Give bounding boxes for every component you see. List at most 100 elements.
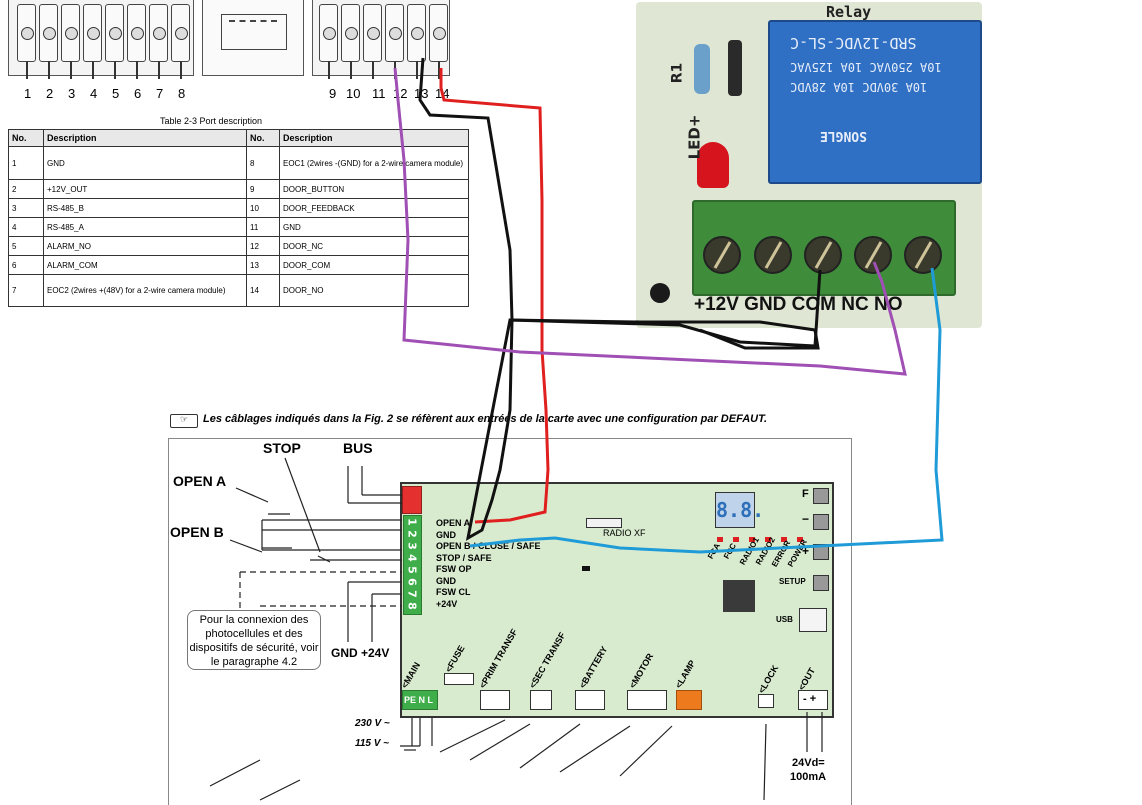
terminal-screw bbox=[804, 236, 842, 274]
motor-connector bbox=[627, 690, 667, 710]
pin-number: 4 bbox=[90, 86, 98, 101]
terminal bbox=[429, 4, 448, 79]
plus-button-label: + bbox=[802, 544, 810, 558]
terminal bbox=[17, 4, 36, 79]
terminal bbox=[39, 4, 58, 79]
table-cell: RS-485_B bbox=[43, 198, 247, 218]
input-labels: OPEN A GND OPEN B / CLOSE / SAFE STOP / … bbox=[436, 518, 541, 610]
ethernet-port bbox=[202, 0, 304, 76]
pin-number: 8 bbox=[178, 86, 186, 101]
table-cell: 8 bbox=[246, 146, 280, 180]
relay-rating-text: 10A 30VDC 10A 28VDC bbox=[790, 80, 928, 94]
stop-label: STOP bbox=[263, 440, 301, 456]
output-spec-label: 24Vd= bbox=[792, 757, 825, 769]
terminal bbox=[83, 4, 102, 79]
pin-number: 1 bbox=[24, 86, 32, 101]
setup-button-label: SETUP bbox=[779, 577, 806, 586]
table-cell: GND bbox=[43, 146, 247, 180]
setup-button[interactable] bbox=[813, 575, 829, 591]
table-cell: 13 bbox=[246, 255, 280, 275]
pin-number: 9 bbox=[329, 86, 337, 101]
minus-button[interactable] bbox=[813, 514, 829, 530]
table-row: 1 GND 8 EOC1 (2wires -(GND) for a 2-wire… bbox=[8, 146, 469, 180]
plus-button[interactable] bbox=[813, 544, 829, 560]
input-label: GND bbox=[436, 529, 456, 540]
table-cell: 5 bbox=[8, 236, 44, 256]
gnd-24v-label: GND +24V bbox=[331, 646, 390, 660]
lamp-connector bbox=[676, 690, 702, 710]
table-row: 6 ALARM_COM 13 DOOR_COM bbox=[8, 255, 469, 275]
terminal bbox=[171, 4, 190, 79]
terminal bbox=[363, 4, 382, 79]
pointing-hand-icon: ☞ bbox=[170, 414, 198, 428]
pin-number: 11 bbox=[372, 86, 386, 101]
input-label: GND bbox=[436, 575, 456, 586]
table-cell: 10 bbox=[246, 198, 280, 218]
relay-model-text: SRD-12VDC-SL-C bbox=[790, 34, 917, 52]
battery-connector bbox=[575, 690, 605, 710]
pin-number: 5 bbox=[112, 86, 120, 101]
table-cell: ALARM_NO bbox=[43, 236, 247, 256]
column-header: No. bbox=[8, 129, 44, 147]
led-label: LED+ bbox=[685, 114, 704, 160]
pin-number: 13 bbox=[414, 86, 429, 101]
relay-brand-text: SONGLE bbox=[820, 128, 867, 143]
table-cell: DOOR_FEEDBACK bbox=[279, 198, 469, 218]
pin-number: 2 bbox=[46, 86, 54, 101]
table-caption: Table 2-3 Port description bbox=[160, 116, 263, 126]
usb-port[interactable] bbox=[799, 608, 827, 632]
table-header-row: No. Description No. Description bbox=[8, 129, 469, 147]
safety-callout: Pour la connexion des photocellules et d… bbox=[187, 610, 321, 670]
table-cell: DOOR_BUTTON bbox=[279, 179, 469, 199]
pin-number: 3 bbox=[68, 86, 76, 101]
pin-number: 6 bbox=[134, 86, 142, 101]
pin-number: 10 bbox=[346, 86, 361, 101]
radio-xf-connector bbox=[586, 518, 622, 528]
terminal bbox=[407, 4, 426, 79]
relay-board-label: Relay bbox=[826, 3, 872, 21]
table-cell: RS-485_A bbox=[43, 217, 247, 237]
table-row: 4 RS-485_A 11 GND bbox=[8, 217, 469, 237]
relay-rating-text: 10A 250VAC 10A 125VAC bbox=[790, 60, 942, 74]
input-label: OPEN B / CLOSE / SAFE bbox=[436, 541, 541, 551]
connector-header-left bbox=[8, 0, 194, 79]
terminal-screw bbox=[703, 236, 741, 274]
out-connector bbox=[798, 690, 828, 710]
terminal-screw bbox=[754, 236, 792, 274]
terminal bbox=[127, 4, 146, 79]
voltage-230-label: 230 V ~ bbox=[355, 718, 390, 729]
r1-label: R1 bbox=[669, 62, 686, 84]
table-cell: 6 bbox=[8, 255, 44, 275]
column-header: Description bbox=[279, 129, 469, 147]
pin-number: 14 bbox=[435, 86, 450, 101]
input-terminal-strip: 1 2 3 4 5 6 7 8 bbox=[403, 515, 422, 615]
radio-xf-label: RADIO XF bbox=[603, 528, 646, 538]
table-row: 5 ALARM_NO 12 DOOR_NC bbox=[8, 236, 469, 256]
table-cell: EOC1 (2wires -(GND) for a 2-wire camera … bbox=[279, 146, 469, 180]
table-cell: EOC2 (2wires +(48V) for a 2-wire camera … bbox=[43, 274, 247, 307]
table-row: 7 EOC2 (2wires +(48V) for a 2-wire camer… bbox=[8, 274, 469, 307]
terminal bbox=[385, 4, 404, 79]
bus-label: BUS bbox=[343, 440, 373, 456]
table-cell: 9 bbox=[246, 179, 280, 199]
input-label: OPEN A bbox=[436, 518, 471, 528]
main-connector bbox=[402, 690, 438, 710]
input-label: +24V bbox=[436, 598, 458, 609]
voltage-115-label: 115 V ~ bbox=[355, 738, 390, 749]
microcontroller-chip bbox=[723, 580, 755, 612]
table-cell: 4 bbox=[8, 217, 44, 237]
table-cell: 12 bbox=[246, 236, 280, 256]
bus-connector bbox=[402, 486, 422, 514]
mount-hole bbox=[650, 283, 670, 303]
wiring-note: Les câblages indiqués dans la Fig. 2 se … bbox=[203, 413, 768, 425]
terminal bbox=[61, 4, 80, 79]
main-pin-labels: PE N L bbox=[404, 695, 434, 705]
terminal bbox=[319, 4, 338, 79]
table-cell: 3 bbox=[8, 198, 44, 218]
fuse-holder bbox=[444, 673, 474, 685]
table-cell: 7 bbox=[8, 274, 44, 307]
output-current-label: 100mA bbox=[790, 771, 827, 783]
table-cell: +12V_OUT bbox=[43, 179, 247, 199]
f-button[interactable] bbox=[813, 488, 829, 504]
terminal-screw bbox=[904, 236, 942, 274]
